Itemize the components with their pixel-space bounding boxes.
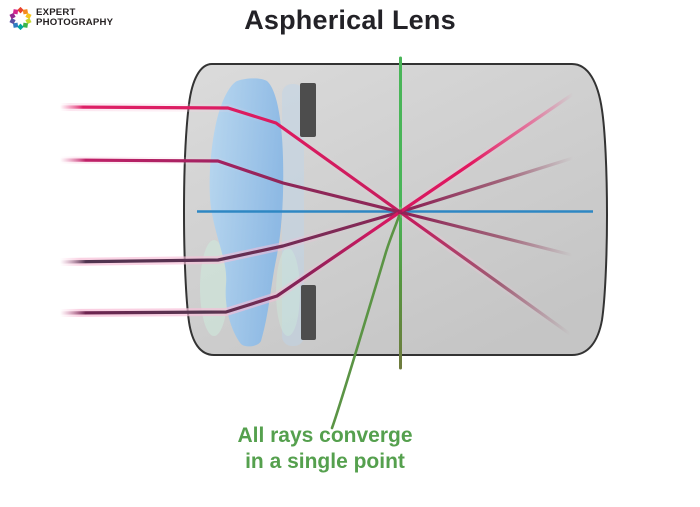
- expert-photography-logo: EXPERT PHOTOGRAPHY: [9, 7, 113, 30]
- logo-ring-square: [12, 9, 19, 15]
- aperture-blade-bottom: [301, 285, 316, 340]
- ray-bottom-outer: [58, 92, 575, 315]
- logo-ring-square: [22, 22, 29, 28]
- logo-ring-square: [9, 12, 16, 20]
- aperture-blade-top: [300, 83, 316, 137]
- logo-ring-square: [17, 23, 24, 30]
- ray-top-outer: [58, 105, 572, 336]
- logo-ring-square: [25, 12, 32, 20]
- page-title: Aspherical Lens: [244, 5, 456, 35]
- annotation-line-2: in a single point: [245, 450, 405, 473]
- annotation-text: All rays converge in a single point: [155, 423, 495, 475]
- logo-ring-square: [25, 17, 32, 25]
- annotation-line-1: All rays converge: [237, 424, 413, 447]
- logo-ring-square: [22, 9, 29, 15]
- logo-ring-square: [12, 22, 19, 28]
- logo-line-2: PHOTOGRAPHY: [36, 17, 114, 28]
- light-rays-group: [56, 90, 577, 338]
- annotation-pointer-curve: [330, 214, 401, 430]
- focal-point-dot: [397, 209, 403, 215]
- logo-color-ring-icon: [9, 7, 32, 30]
- logo-wordmark: EXPERT PHOTOGRAPHY: [36, 8, 113, 28]
- ray-bottom-inner: [58, 156, 575, 264]
- ray-top-inner: [58, 158, 574, 257]
- logo-ring-square: [9, 17, 16, 25]
- logo-line-1: EXPERT: [36, 7, 76, 18]
